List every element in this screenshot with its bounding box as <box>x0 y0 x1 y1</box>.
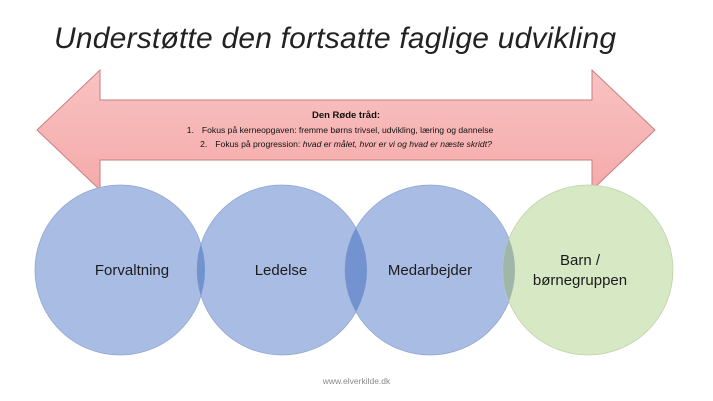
circle-label-barn-line1: Barn / <box>560 252 601 269</box>
arrow-item-1-text: Fokus på kerneopgaven: fremme børns triv… <box>202 125 494 135</box>
footer-url: www.elverkilde.dk <box>322 376 391 386</box>
double-arrow <box>36 68 656 192</box>
circle-label-ledelse: Ledelse <box>255 262 308 279</box>
arrow-item-2: 2. Fokus på progression: hvad er målet, h… <box>200 139 492 149</box>
circle-label-barn-line2: børnegruppen <box>533 272 627 289</box>
arrow-item-2-text: Fokus på progression: <box>215 139 302 149</box>
arrow-item-2-emphasis: hvad er målet, hvor er vi og hvad er næs… <box>303 139 492 149</box>
circle-label-medarbejder: Medarbejder <box>388 262 472 279</box>
circle-barn-boernegruppen <box>502 184 674 356</box>
arrow-item-1-number: 1. <box>187 125 194 135</box>
arrow-item-1: 1. Fokus på kerneopgaven: fremme børns tr… <box>187 125 494 135</box>
arrow-item-2-number: 2. <box>200 139 207 149</box>
circle-label-forvaltning: Forvaltning <box>95 262 169 279</box>
arrow-heading: Den Røde tråd: <box>312 110 380 121</box>
slide-title: Understøtte den fortsatte faglige udvikl… <box>54 22 617 55</box>
